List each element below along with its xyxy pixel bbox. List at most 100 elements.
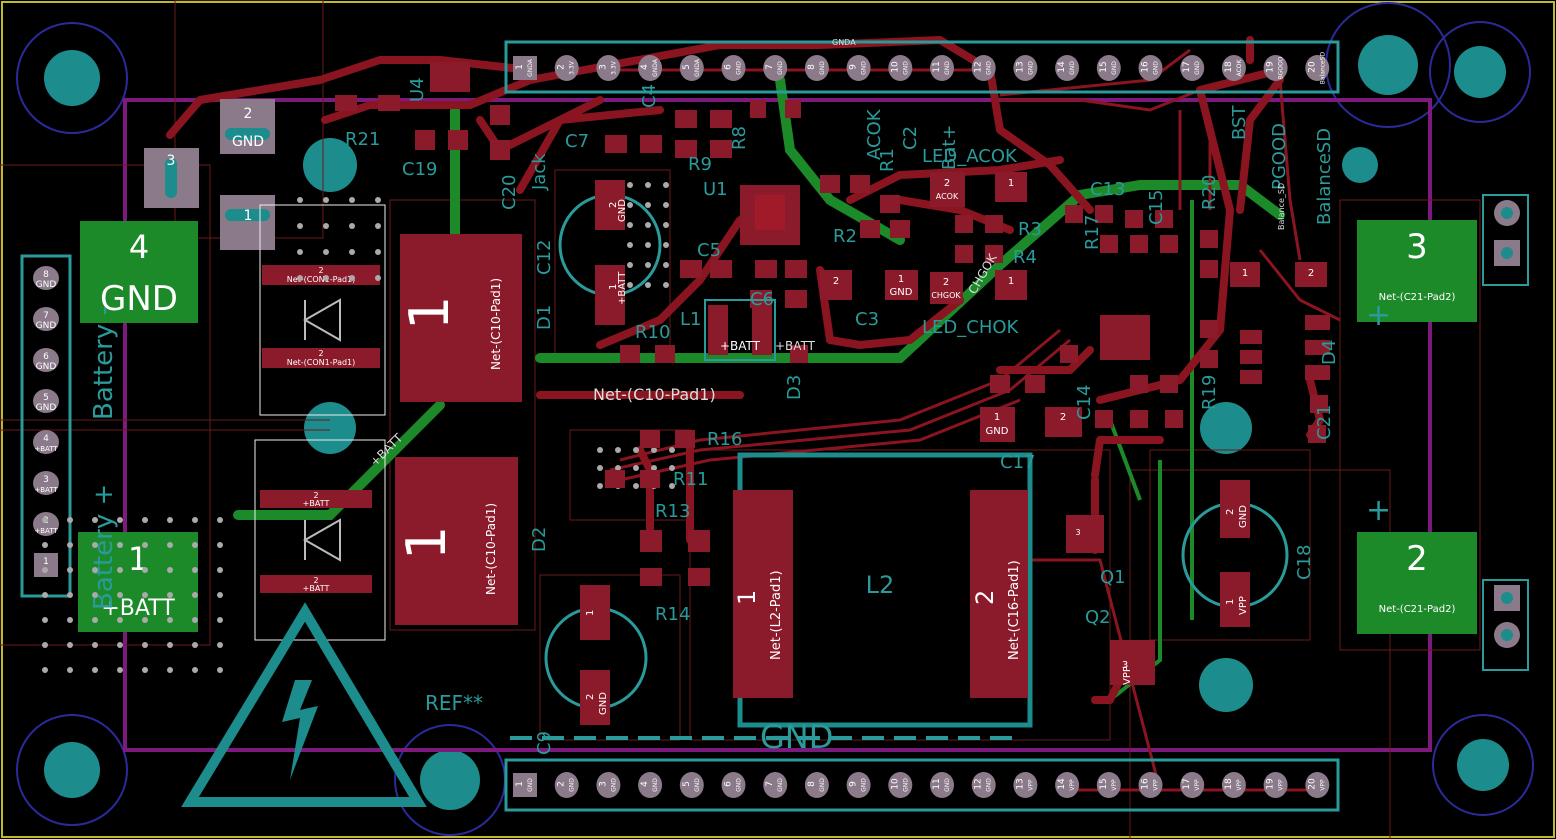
svg-text:3: 3 [1075, 528, 1080, 537]
header-pin[interactable]: 3+BATT [33, 471, 59, 495]
svg-text:R21: R21 [345, 129, 380, 150]
trace-net-batt-c4: +BATT [775, 339, 816, 353]
smd-pad [1200, 230, 1218, 248]
pad-r1[interactable]: 1 2 [1230, 262, 1327, 287]
pad-net: Net-(C21-Pad2) [1379, 292, 1456, 303]
board-outline [123, 98, 1432, 752]
svg-text:1: 1 [898, 274, 904, 285]
connector-left-gnd[interactable]: 4 GND [80, 221, 198, 323]
pin-net: GNDA [652, 58, 659, 77]
gnd-pad-r17[interactable]: 1 GND 2 [980, 407, 1082, 442]
pad-c10-d2[interactable]: 1 Net-(C10-Pad1) [395, 457, 518, 625]
smd-pad [785, 290, 807, 308]
svg-text:L2: L2 [866, 571, 895, 599]
svg-text:2: 2 [318, 349, 323, 358]
header-pin[interactable]: 4+BATT [33, 430, 59, 454]
connector-right-bot[interactable]: 2 Net-(C21-Pad2) [1357, 532, 1477, 634]
smd-pad [605, 470, 625, 488]
transistor-q1[interactable]: 3 [1066, 515, 1104, 553]
header-pin[interactable]: 2+BATT [33, 512, 59, 536]
connector-left-batt[interactable]: 1 +BATT [78, 532, 198, 632]
svg-text:2: 2 [313, 491, 318, 500]
jack-pads[interactable]: 2 GND 3 1 [144, 99, 275, 250]
led-acok[interactable]: 2 ACOK 1 [930, 172, 1027, 207]
transistor-q2[interactable]: 3 VPP [1110, 640, 1155, 685]
via [597, 483, 603, 489]
trace-net-gnda: GNDA [832, 38, 856, 47]
led-chok[interactable]: 2 CHGOK 1 [930, 270, 1027, 304]
chip-u1 [740, 185, 800, 245]
smd-pad [1200, 350, 1218, 368]
connector-right-top[interactable]: 3 Net-(C21-Pad2) [1357, 220, 1477, 322]
pin-net: GND [1194, 61, 1201, 75]
pin-net: VPP [1194, 779, 1201, 791]
pin-net: BGOOD [1278, 56, 1285, 79]
header-pin[interactable]: 1 [34, 553, 58, 577]
smd-pad [1065, 205, 1083, 223]
svg-text:R10: R10 [635, 322, 670, 343]
smd-pad [890, 220, 910, 238]
smd-pad [785, 100, 801, 118]
svg-text:CHGOK: CHGOK [931, 291, 961, 300]
via [67, 542, 73, 548]
diode-d2: 2 +BATT 2 +BATT [254, 439, 386, 641]
pin-number: 7 [43, 311, 49, 321]
smd-pad [640, 430, 660, 448]
via [669, 447, 675, 453]
pin-number: 9 [849, 64, 859, 70]
smd-pad [430, 62, 470, 92]
pad-c10-d1[interactable]: 1 Net-(C10-Pad1) [398, 234, 522, 402]
pin-net: GND [36, 321, 57, 331]
via [142, 517, 148, 523]
svg-text:U1: U1 [703, 179, 728, 200]
cap-c3-pads[interactable]: 2 1 GND [820, 270, 918, 300]
via [615, 447, 621, 453]
pad-number: 2 [1406, 539, 1428, 579]
